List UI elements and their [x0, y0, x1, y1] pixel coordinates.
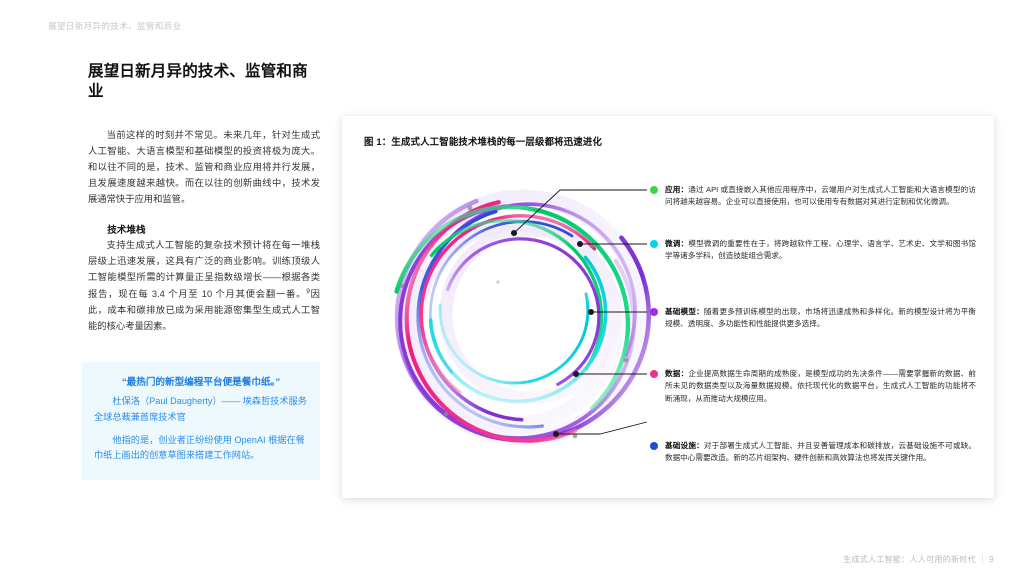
- callout-body-infrastructure: 对于部署生成式人工智能、并且妥善管理成本和碳排放，云基础设施不可或缺。数据中心需…: [665, 441, 977, 463]
- quote-callout: “最热门的新型编程平台便是餐巾纸。” 杜保洛（Paul Daugherty）——…: [82, 362, 320, 481]
- bullet-dot-data: [650, 370, 658, 378]
- quote-text: “最热门的新型编程平台便是餐巾纸。”: [121, 377, 281, 388]
- spiral-graphic: [380, 164, 670, 482]
- callout-text-data: 数据：企业提高数据生命周期的成熟度，是模型成功的先决条件——需要掌握新的数据、前…: [665, 368, 976, 405]
- footnote-marker: 9: [306, 288, 310, 296]
- callout-label-foundation-model: 基础模型：: [665, 307, 704, 316]
- callout-body-application: 通过 API 或直接嵌入其他应用程序中，云端用户对生成式人工智能和大语言模型的访…: [665, 185, 976, 207]
- page-footer: 生成式人工智能：人人可用的新时代 ｜ 9: [843, 555, 994, 564]
- page-title: 展望日新月异的技术、监管和商业: [88, 63, 308, 101]
- callout-foundation-model: 基础模型：随着更多预训练模型的出现，市场将迅速成熟和多样化。新的模型设计将为平衡…: [650, 306, 976, 331]
- quote-attribution: 杜保洛（Paul Daugherty）—— 埃森哲技术服务全球总裁兼首席技术官: [94, 395, 307, 422]
- tech-stack-paragraph-part-b: 因此，成本和碳排放已成为采用能源密集型生成式人工智能的核心考量因素。: [88, 289, 320, 332]
- callout-fine-tuning: 微调：模型微调的重要性在于，将跨越软件工程、心理学、语言学、艺术史、文学和图书馆…: [650, 238, 976, 263]
- callout-text-foundation-model: 基础模型：随着更多预训练模型的出现，市场将迅速成熟和多样化。新的模型设计将为平衡…: [665, 306, 976, 331]
- callout-text-fine-tuning: 微调：模型微调的重要性在于，将跨越软件工程、心理学、语言学、艺术史、文学和图书馆…: [665, 238, 976, 263]
- left-text-column: 展望日新月异的技术、监管和商业 当前这样的时刻并不常见。未来几年，针对生成式人工…: [88, 62, 320, 349]
- callout-label-data: 数据：: [665, 369, 689, 378]
- callout-label-fine-tuning: 微调：: [665, 239, 689, 248]
- bullet-dot-fine-tuning: [650, 240, 658, 248]
- callout-label-infrastructure: 基础设施：: [665, 441, 704, 450]
- callout-body-data: 企业提高数据生命周期的成熟度，是模型成功的先决条件——需要掌握新的数据、前所未见…: [665, 369, 977, 403]
- callout-application: 应用：通过 API 或直接嵌入其他应用程序中，云端用户对生成式人工智能和大语言模…: [650, 184, 976, 209]
- callout-text-infrastructure: 基础设施：对于部署生成式人工智能、并且妥善管理成本和碳排放，云基础设施不可或缺。…: [665, 440, 976, 465]
- intro-paragraph: 当前这样的时刻并不常见。未来几年，针对生成式人工智能、大语言模型和基础模型的投资…: [88, 130, 320, 205]
- callout-body-fine-tuning: 模型微调的重要性在于，将跨越软件工程、心理学、语言学、艺术史、文学和图书馆学等诸…: [665, 239, 977, 261]
- callout-data: 数据：企业提高数据生命周期的成熟度，是模型成功的先决条件——需要掌握新的数据、前…: [650, 368, 976, 405]
- callout-label-application: 应用：: [665, 185, 689, 194]
- bullet-dot-infrastructure: [650, 442, 658, 450]
- quote-note: 他指的是，创业者正纷纷使用 OpenAI 根据在餐巾纸上画出的创意草图来搭建工作…: [94, 434, 305, 461]
- figure-caption: 图 1：生成式人工智能技术堆栈的每一层级都将迅速进化: [364, 136, 603, 147]
- bullet-dot-foundation-model: [650, 308, 658, 316]
- callout-infrastructure: 基础设施：对于部署生成式人工智能、并且妥善管理成本和碳排放，云基础设施不可或缺。…: [650, 440, 976, 465]
- tech-stack-paragraph-part-a: 支持生成式人工智能的复杂技术预计将在每一堆栈层级上迅速发展，这具有广泛的商业影响…: [88, 240, 320, 300]
- running-header: 展望日新月异的技术、监管和商业: [48, 21, 182, 31]
- bullet-dot-application: [650, 186, 658, 194]
- callout-body-foundation-model: 随着更多预训练模型的出现，市场将迅速成熟和多样化。新的模型设计将为平衡规模、透明…: [665, 307, 977, 329]
- callout-text-application: 应用：通过 API 或直接嵌入其他应用程序中，云端用户对生成式人工智能和大语言模…: [665, 184, 976, 209]
- tech-stack-paragraph: 支持生成式人工智能的复杂技术预计将在每一堆栈层级上迅速发展，这具有广泛的商业影响…: [88, 238, 320, 335]
- section-heading-tech-stack: 技术堆栈: [107, 225, 146, 237]
- figure-card: 图 1：生成式人工智能技术堆栈的每一层级都将迅速进化: [342, 116, 994, 498]
